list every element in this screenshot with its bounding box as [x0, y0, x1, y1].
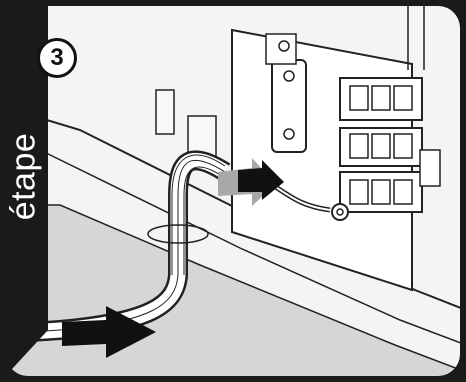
- side-rail: [419, 149, 441, 187]
- terminal-block-bottom: [339, 171, 423, 213]
- step-tab-curve: [0, 0, 48, 382]
- bracket-cap-screw: [278, 40, 290, 52]
- step-label: étape: [4, 96, 43, 256]
- bracket-cap: [265, 33, 297, 65]
- terminal-block-top: [339, 77, 423, 121]
- step-number-badge: 3: [37, 38, 77, 78]
- wall-box-1: [155, 89, 175, 135]
- cable-arrow-right-icon: [238, 160, 284, 200]
- bracket-screw-bottom: [283, 128, 295, 140]
- cable-arrow-left-icon: [62, 306, 156, 358]
- step-number: 3: [50, 44, 64, 71]
- bracket-screw-top: [283, 70, 295, 82]
- terminal-block-middle: [339, 127, 423, 167]
- step-word: étape: [4, 132, 43, 220]
- floor-edge: [39, 149, 460, 346]
- cable-hole: [147, 224, 209, 244]
- wall-box-2: [187, 115, 217, 157]
